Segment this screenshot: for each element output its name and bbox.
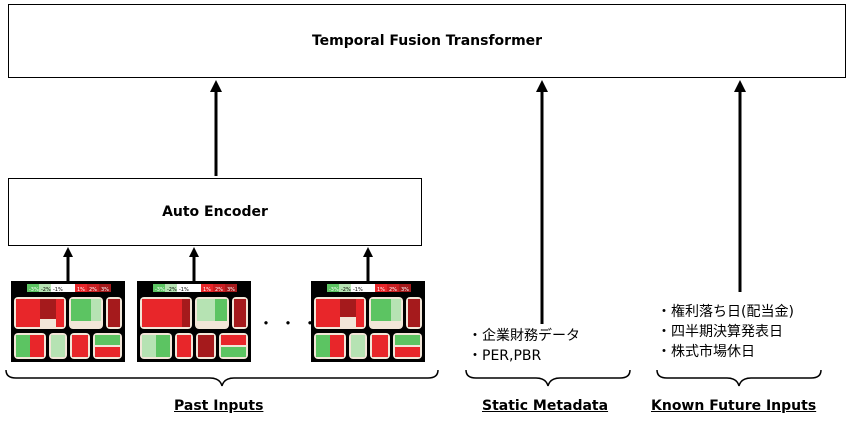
static-metadata-item: ・PER,PBR <box>468 348 542 364</box>
legend-label: 3% <box>227 287 235 293</box>
known-future-list: ・権利落ち日(配当金) ・四半期決算発表日 ・株式市場休日 <box>657 302 794 362</box>
heatmap-1-arrow <box>63 247 73 281</box>
static-metadata-brace <box>465 369 631 387</box>
legend-label: 1% <box>77 287 85 293</box>
heatmap-thumbnail-2: -3% -2% -1% 1% 2% 3% <box>137 281 251 362</box>
tft-title: Temporal Fusion Transformer <box>311 33 543 49</box>
legend-label: 3% <box>101 287 109 293</box>
auto-encoder-title: Auto Encoder <box>162 204 268 220</box>
known-future-item: ・四半期決算発表日 <box>657 324 783 340</box>
known-future-item: ・権利落ち日(配当金) <box>657 304 794 320</box>
heatmap-2-arrow <box>189 247 199 281</box>
legend-label: -1% <box>53 287 63 293</box>
known-future-item: ・株式市場休日 <box>657 344 755 360</box>
legend-label: 1% <box>377 287 385 293</box>
legend-label: 3% <box>401 287 409 293</box>
past-inputs-label: Past Inputs <box>174 398 264 414</box>
past-inputs-brace <box>5 369 439 387</box>
ellipsis: ・・・ <box>258 314 325 333</box>
heatmap-3-arrow <box>363 247 373 281</box>
known-future-label: Known Future Inputs <box>651 398 817 414</box>
legend-label: 2% <box>215 287 223 293</box>
heatmap-thumbnail-1: -3% -2% -1% 1% 2% 3% <box>11 281 125 362</box>
known-future-brace <box>656 369 822 387</box>
heatmap-thumbnail-3: -3% -2% -1% 1% 2% 3% <box>311 281 425 362</box>
ae-to-tft-arrow <box>210 80 222 176</box>
legend-label: -3% <box>329 287 339 293</box>
legend-label: -1% <box>179 287 189 293</box>
legend-label: 2% <box>89 287 97 293</box>
legend-label: -3% <box>29 287 39 293</box>
auto-encoder-box: Auto Encoder <box>8 178 422 246</box>
legend-label: 1% <box>203 287 211 293</box>
static-metadata-list: ・企業財務データ ・PER,PBR <box>468 326 580 366</box>
legend-label: -2% <box>167 287 177 293</box>
static-to-tft-arrow <box>536 80 548 324</box>
tft-box: Temporal Fusion Transformer <box>8 4 846 78</box>
static-metadata-label: Static Metadata <box>482 398 609 414</box>
future-to-tft-arrow <box>734 80 746 292</box>
legend-label: -2% <box>341 287 351 293</box>
legend-label: -1% <box>353 287 363 293</box>
legend-label: -3% <box>155 287 165 293</box>
legend-label: -2% <box>41 287 51 293</box>
legend-label: 2% <box>389 287 397 293</box>
static-metadata-item: ・企業財務データ <box>468 328 580 344</box>
